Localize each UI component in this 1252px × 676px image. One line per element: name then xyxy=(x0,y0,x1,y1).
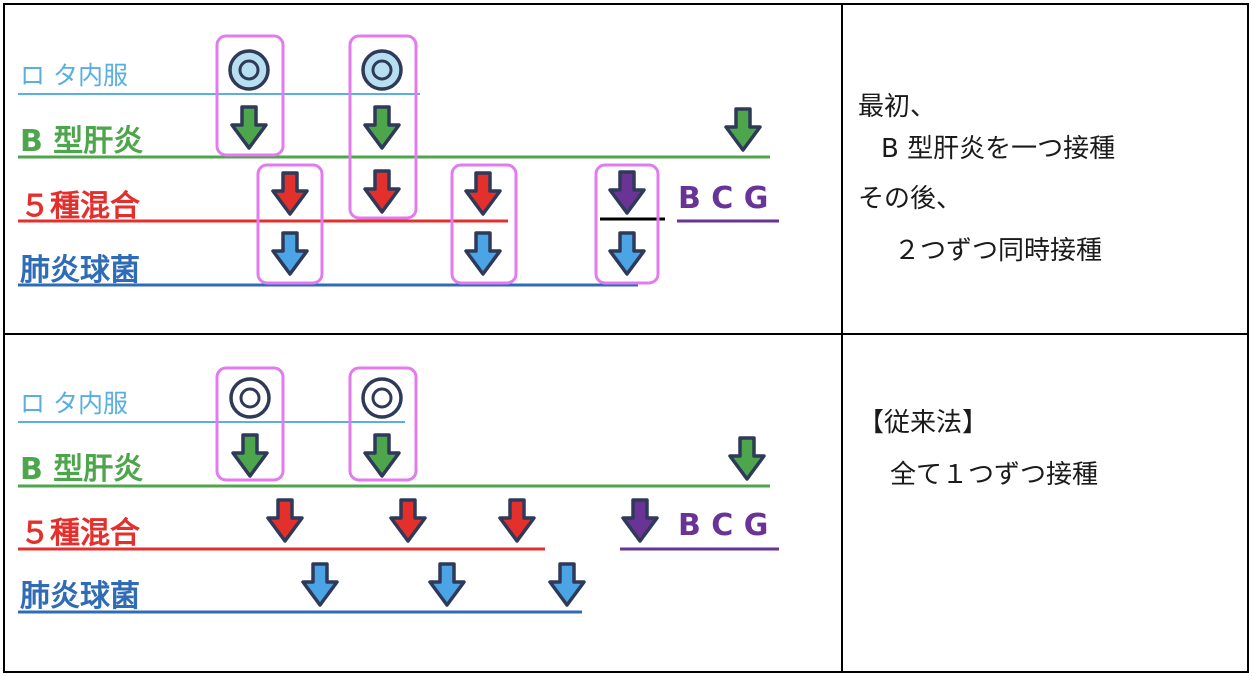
highlight-box xyxy=(256,163,324,285)
top-label-bcg: B C G xyxy=(678,181,769,216)
pneumo-arrow-icon xyxy=(548,562,586,607)
hepb-arrow-icon xyxy=(724,107,762,152)
hepb-arrow-icon xyxy=(728,436,766,481)
bottom-label-bcg: B C G xyxy=(678,508,769,543)
bottom-label-five: ５種混合 xyxy=(20,516,140,551)
rota-dose-icon xyxy=(228,49,270,91)
bottom-note-line-1: 【従来法】 xyxy=(858,408,989,438)
top-label-pneumo: 肺炎球菌 xyxy=(20,253,140,288)
bottom-note-line-2: 全て１つずつ接種 xyxy=(890,460,1099,490)
rota-dose-icon xyxy=(361,377,403,419)
highlight-box xyxy=(215,366,285,482)
top-label-hepb: B 型肝炎 xyxy=(20,124,144,159)
top-schedule-diagram xyxy=(18,34,779,287)
top-note-line-1: 最初、 xyxy=(858,92,937,122)
highlight-box xyxy=(348,366,418,482)
pneumo-arrow-icon xyxy=(428,562,466,607)
top-label-rota: ロ タ内服 xyxy=(20,61,128,90)
top-note-cell xyxy=(841,3,1249,335)
bottom-schedule-diagram xyxy=(18,366,779,614)
bcg-arrow-icon xyxy=(608,170,646,215)
bottom-note-cell xyxy=(841,333,1249,673)
bottom-label-hepb: B 型肝炎 xyxy=(20,452,144,487)
rota-dose-icon xyxy=(361,49,403,91)
highlight-box xyxy=(594,163,660,285)
five-arrow-icon xyxy=(266,498,304,543)
pneumo-arrow-icon xyxy=(301,562,339,607)
top-note-line-4: ２つずつ同時接種 xyxy=(894,236,1103,266)
hepb-arrow-icon xyxy=(231,433,269,478)
five-arrow-icon xyxy=(498,498,536,543)
pneumo-arrow-icon xyxy=(608,231,646,276)
highlight-box xyxy=(450,163,518,285)
pneumo-arrow-icon xyxy=(464,231,502,276)
top-note-line-2: B 型肝炎を一つ接種 xyxy=(881,134,1116,164)
hepb-arrow-icon xyxy=(230,105,268,150)
pneumo-arrow-icon xyxy=(271,231,309,276)
five-arrow-icon xyxy=(389,498,427,543)
bottom-label-pneumo: 肺炎球菌 xyxy=(20,579,140,614)
rota-dose-icon xyxy=(229,377,271,419)
five-arrow-icon xyxy=(271,171,309,216)
highlight-box xyxy=(215,34,285,157)
hepb-arrow-icon xyxy=(363,105,401,150)
hepb-arrow-icon xyxy=(363,433,401,478)
bcg-arrow-icon xyxy=(621,498,659,543)
top-note-line-3: その後、 xyxy=(858,184,963,214)
top-label-five: ５種混合 xyxy=(20,189,140,224)
five-arrow-icon xyxy=(363,169,401,214)
five-arrow-icon xyxy=(464,171,502,216)
highlight-box xyxy=(348,34,418,220)
bottom-label-rota: ロ タ内服 xyxy=(20,389,128,418)
